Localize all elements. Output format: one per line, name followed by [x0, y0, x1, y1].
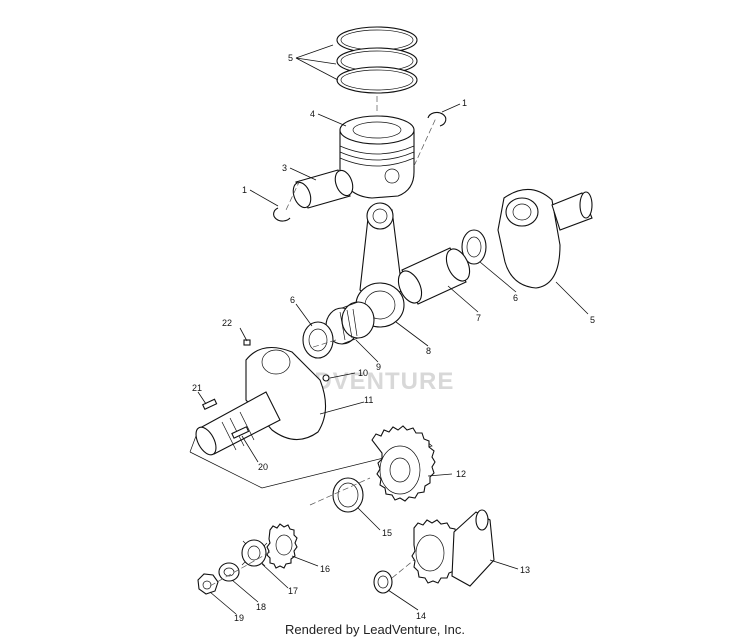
woodruff-key-21 [201, 398, 218, 410]
connecting-rod [355, 202, 405, 328]
footer-credit: Rendered by LeadVenture, Inc. [285, 622, 465, 637]
callout-17: 17 [288, 586, 298, 596]
woodruff-key-20 [231, 426, 250, 439]
pin-10 [322, 374, 330, 382]
washer-18 [218, 562, 240, 582]
crankshaft-right-half [497, 188, 593, 289]
piston [339, 115, 415, 199]
callout-15: 15 [382, 528, 392, 538]
callout-6-right: 6 [513, 293, 518, 303]
leader-lines [197, 44, 589, 615]
circlip-right [427, 111, 447, 127]
thrust-washer-right [461, 229, 487, 265]
lock-nut-17 [241, 539, 268, 567]
washer-15 [332, 477, 364, 513]
callout-7: 7 [476, 313, 481, 323]
center-lines [209, 96, 437, 587]
callout-2: 3 [282, 163, 287, 173]
crank-pin [397, 247, 471, 305]
callout-3: 4 [310, 109, 315, 119]
callout-6-left: 6 [290, 295, 295, 305]
callout-4: 5 [288, 53, 293, 63]
nut-19 [197, 573, 219, 595]
callout-1-left: 1 [242, 185, 247, 195]
piston-pin [292, 169, 354, 209]
callout-5: 5 [590, 315, 595, 325]
callout-16: 16 [320, 564, 330, 574]
callout-20: 20 [258, 462, 268, 472]
crankshaft-left-half [195, 346, 327, 456]
callout-9: 9 [376, 362, 381, 372]
dowel-pin-22 [243, 339, 251, 346]
piston-rings [336, 26, 418, 94]
callout-22: 22 [222, 318, 232, 328]
circlip-left [273, 207, 291, 222]
callout-10: 10 [358, 368, 368, 378]
thrust-washer-left [302, 321, 334, 359]
callout-14: 14 [416, 611, 426, 621]
callout-19: 19 [234, 613, 244, 623]
balance-shaft-13 [411, 509, 495, 587]
callout-labels: 5 4 1 3 1 5 6 7 8 6 9 10 11 21 22 20 12 … [192, 53, 595, 623]
callout-13: 13 [520, 565, 530, 575]
callout-11: 11 [364, 395, 373, 405]
callout-18: 18 [256, 602, 266, 612]
callout-8: 8 [426, 346, 431, 356]
gear-16 [266, 523, 298, 569]
drive-gear-12 [371, 425, 436, 502]
callout-1-right: 1 [462, 98, 467, 108]
callout-12: 12 [456, 469, 466, 479]
washer-14 [373, 570, 393, 594]
callout-21: 21 [192, 383, 202, 393]
